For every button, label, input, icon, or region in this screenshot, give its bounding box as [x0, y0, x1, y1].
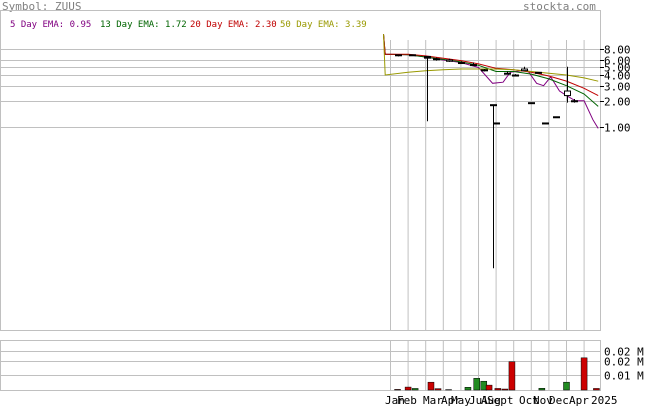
x-tick-label-1: Feb — [397, 394, 417, 406]
candle-body-8 — [490, 104, 497, 107]
candle-body-4 — [446, 59, 453, 62]
ema-13-label: 13 Day EMA: 1.72 — [100, 20, 187, 30]
volume-tick-label-2: 0.01 M — [604, 370, 644, 383]
x-tick-label-11: Apr — [569, 394, 589, 406]
x-tick-label-2: Mar — [423, 394, 443, 406]
volume-panel-border — [0, 340, 601, 391]
x-tick-label-0: Jan — [385, 394, 405, 406]
candle-body-5 — [458, 62, 465, 65]
volume-bar-15 — [580, 357, 588, 391]
price-tick-label-5: 2.00 — [604, 96, 631, 109]
volume-bar-4 — [434, 388, 442, 391]
x-tick-label-7: Sept — [487, 394, 514, 406]
candle-body-7 — [481, 69, 488, 72]
candle-body-6 — [470, 64, 477, 67]
candle-body-17 — [564, 90, 571, 97]
price-panel-border — [0, 10, 601, 331]
candle-body-15 — [542, 122, 549, 125]
volume-bar-3 — [427, 381, 435, 391]
volume-bar-16 — [593, 388, 600, 391]
price-tick-label-6: 1.00 — [604, 122, 631, 135]
x-tick-label-6: Aug — [481, 394, 501, 406]
volume-bar-6 — [464, 387, 472, 391]
volume-bar-13 — [538, 387, 546, 391]
volume-bar-12 — [508, 361, 516, 391]
volume-tick-label-0: 0.02 M — [604, 346, 644, 359]
price-tick-label-2: 5.00 — [604, 62, 631, 75]
candle-body-12 — [521, 68, 528, 72]
candle-body-1 — [409, 54, 416, 57]
ema-5-label: 5 Day EMA: 0.95 — [10, 20, 92, 30]
volume-bar-10 — [494, 388, 502, 391]
candle-body-18 — [571, 100, 578, 103]
candle-body-0 — [395, 54, 402, 57]
x-tick-label-8: Oct — [519, 394, 539, 406]
volume-bar-14 — [563, 381, 570, 391]
x-tick-label-12: 2025 — [591, 394, 618, 406]
volume-bar-9 — [485, 384, 493, 391]
ema-line-3 — [383, 34, 599, 82]
candle-body-11 — [512, 74, 519, 77]
x-tick-label-10: Dec — [549, 394, 569, 406]
x-tick-label-9: Nov — [533, 394, 553, 406]
brand-label: stockta.com — [523, 0, 596, 13]
ema-20-label: 20 Day EMA: 2.30 — [190, 20, 277, 30]
volume-bar-7 — [473, 378, 480, 391]
symbol-label: Symbol: ZUUS — [2, 0, 82, 13]
volume-bar-1 — [404, 386, 412, 391]
candle-body-2 — [424, 55, 431, 59]
candle-body-14 — [535, 71, 542, 74]
price-tick-label-0: 8.00 — [604, 44, 631, 57]
volume-bar-2 — [411, 388, 419, 391]
ema-50-label: 50 Day EMA: 3.39 — [280, 20, 367, 30]
price-tick-label-4: 3.00 — [604, 81, 631, 94]
price-tick-label-1: 6.00 — [604, 55, 631, 68]
x-tick-label-5: Jul — [469, 394, 489, 406]
candle-body-13 — [528, 102, 535, 105]
volume-bar-0 — [394, 389, 401, 391]
candle-body-10 — [504, 72, 511, 75]
volume-bar-11 — [501, 388, 509, 391]
candle-body-9 — [493, 122, 500, 125]
price-tick-label-3: 4.00 — [604, 70, 631, 83]
x-tick-label-4: May — [451, 394, 471, 406]
candle-body-16 — [553, 116, 560, 119]
x-tick-label-3: Apr — [441, 394, 461, 406]
volume-tick-label-1: 0.02 M — [604, 356, 644, 369]
candle-body-3 — [433, 58, 440, 61]
